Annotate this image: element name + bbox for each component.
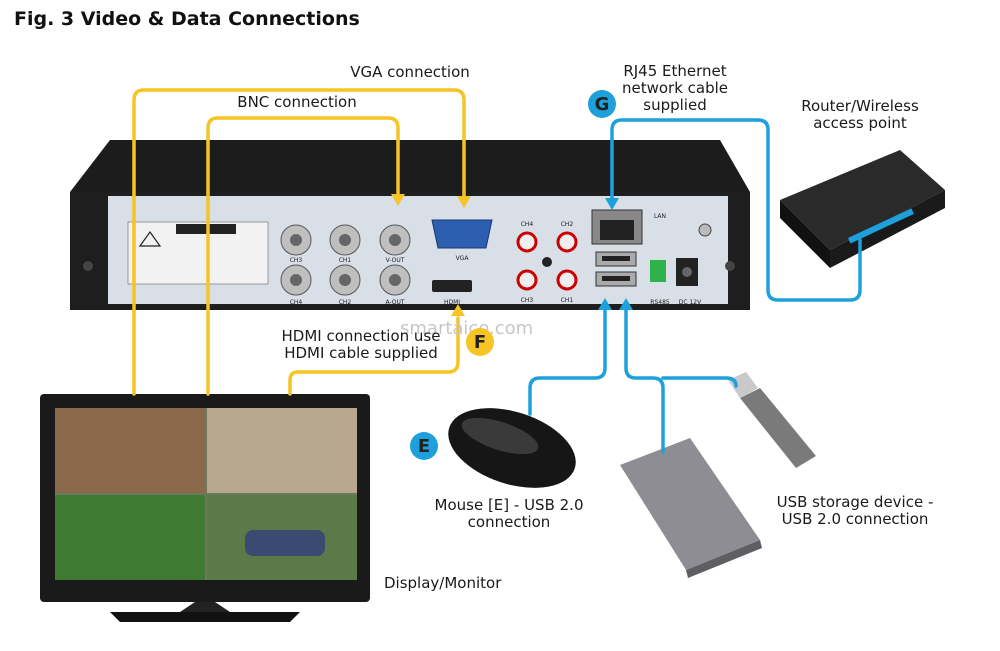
- audio-label-ch1: CH1: [561, 297, 574, 304]
- port-label-ch3: CH3: [290, 257, 303, 264]
- audio-label-ch4: CH4: [521, 221, 534, 228]
- label-bnc-connection: BNC connection: [237, 93, 357, 111]
- power-rs485: RS485 DC 12V: [650, 223, 712, 306]
- bnc-ch4: [280, 264, 312, 296]
- label-mouse: Mouse [E] - USB 2.0 connection: [434, 496, 584, 531]
- video-cables: [132, 88, 466, 396]
- badge-f: F: [466, 328, 494, 356]
- watermark: smartaico.com: [400, 318, 533, 339]
- mouse: [448, 408, 576, 488]
- lan-usb-ports: LAN: [591, 209, 666, 287]
- port-label-vout: V-OUT: [386, 257, 405, 264]
- caution-label: CAUTION: [192, 227, 219, 234]
- dvr-recorder: CAUTION CH3 CH1 V-OUT CH4 CH2 A-OUT VGA …: [70, 140, 750, 310]
- figure-title: Fig. 3 Video & Data Connections: [14, 8, 360, 30]
- port-label-dc: DC 12V: [679, 299, 702, 306]
- hdmi-port: HDMI: [432, 280, 472, 306]
- bnc-vout: [379, 224, 411, 256]
- bnc-ch3: [280, 224, 312, 256]
- port-label-aout: A-OUT: [385, 299, 404, 306]
- audio-label-ch2: CH2: [561, 221, 574, 228]
- data-cables: [528, 118, 862, 454]
- label-monitor: Display/Monitor: [384, 574, 502, 592]
- port-label-hdmi: HDMI: [444, 299, 460, 306]
- bnc-aout: [379, 264, 411, 296]
- arrow-hdmi: [451, 304, 465, 316]
- port-label-ch2: CH2: [339, 299, 352, 306]
- arrow-usb-2: [619, 298, 633, 310]
- label-hdmi: HDMI connection use HDMI cable supplied: [281, 327, 441, 362]
- arrow-bnc: [391, 194, 405, 206]
- bnc-ch1: [329, 224, 361, 256]
- arrow-usb-1: [598, 298, 612, 310]
- badge-e: E: [410, 432, 438, 460]
- label-vga-connection: VGA connection: [350, 63, 470, 81]
- port-label-rs485: RS485: [650, 299, 670, 306]
- audio-label-ch3: CH3: [521, 297, 534, 304]
- audio-rca-jacks: CH4 CH2 CH3 CH1: [516, 221, 578, 304]
- monitor: [40, 394, 370, 622]
- bnc-ch2: [329, 264, 361, 296]
- label-usb-storage: USB storage device - USB 2.0 connection: [776, 493, 934, 528]
- usb-hard-drive: [620, 438, 762, 578]
- vga-port: VGA: [431, 219, 493, 262]
- arrow-lan: [605, 198, 619, 210]
- usb-flash-drive: [728, 372, 816, 468]
- port-label-ch4: CH4: [290, 299, 303, 306]
- router: [780, 150, 945, 268]
- arrow-vga: [457, 196, 471, 208]
- port-label-lan: LAN: [654, 213, 666, 220]
- badge-g: G: [588, 90, 616, 118]
- label-rj45: RJ45 Ethernet network cable supplied: [621, 62, 729, 114]
- label-router: Router/Wireless access point: [801, 97, 919, 132]
- port-label-ch1: CH1: [339, 257, 352, 264]
- port-label-vga: VGA: [456, 255, 470, 262]
